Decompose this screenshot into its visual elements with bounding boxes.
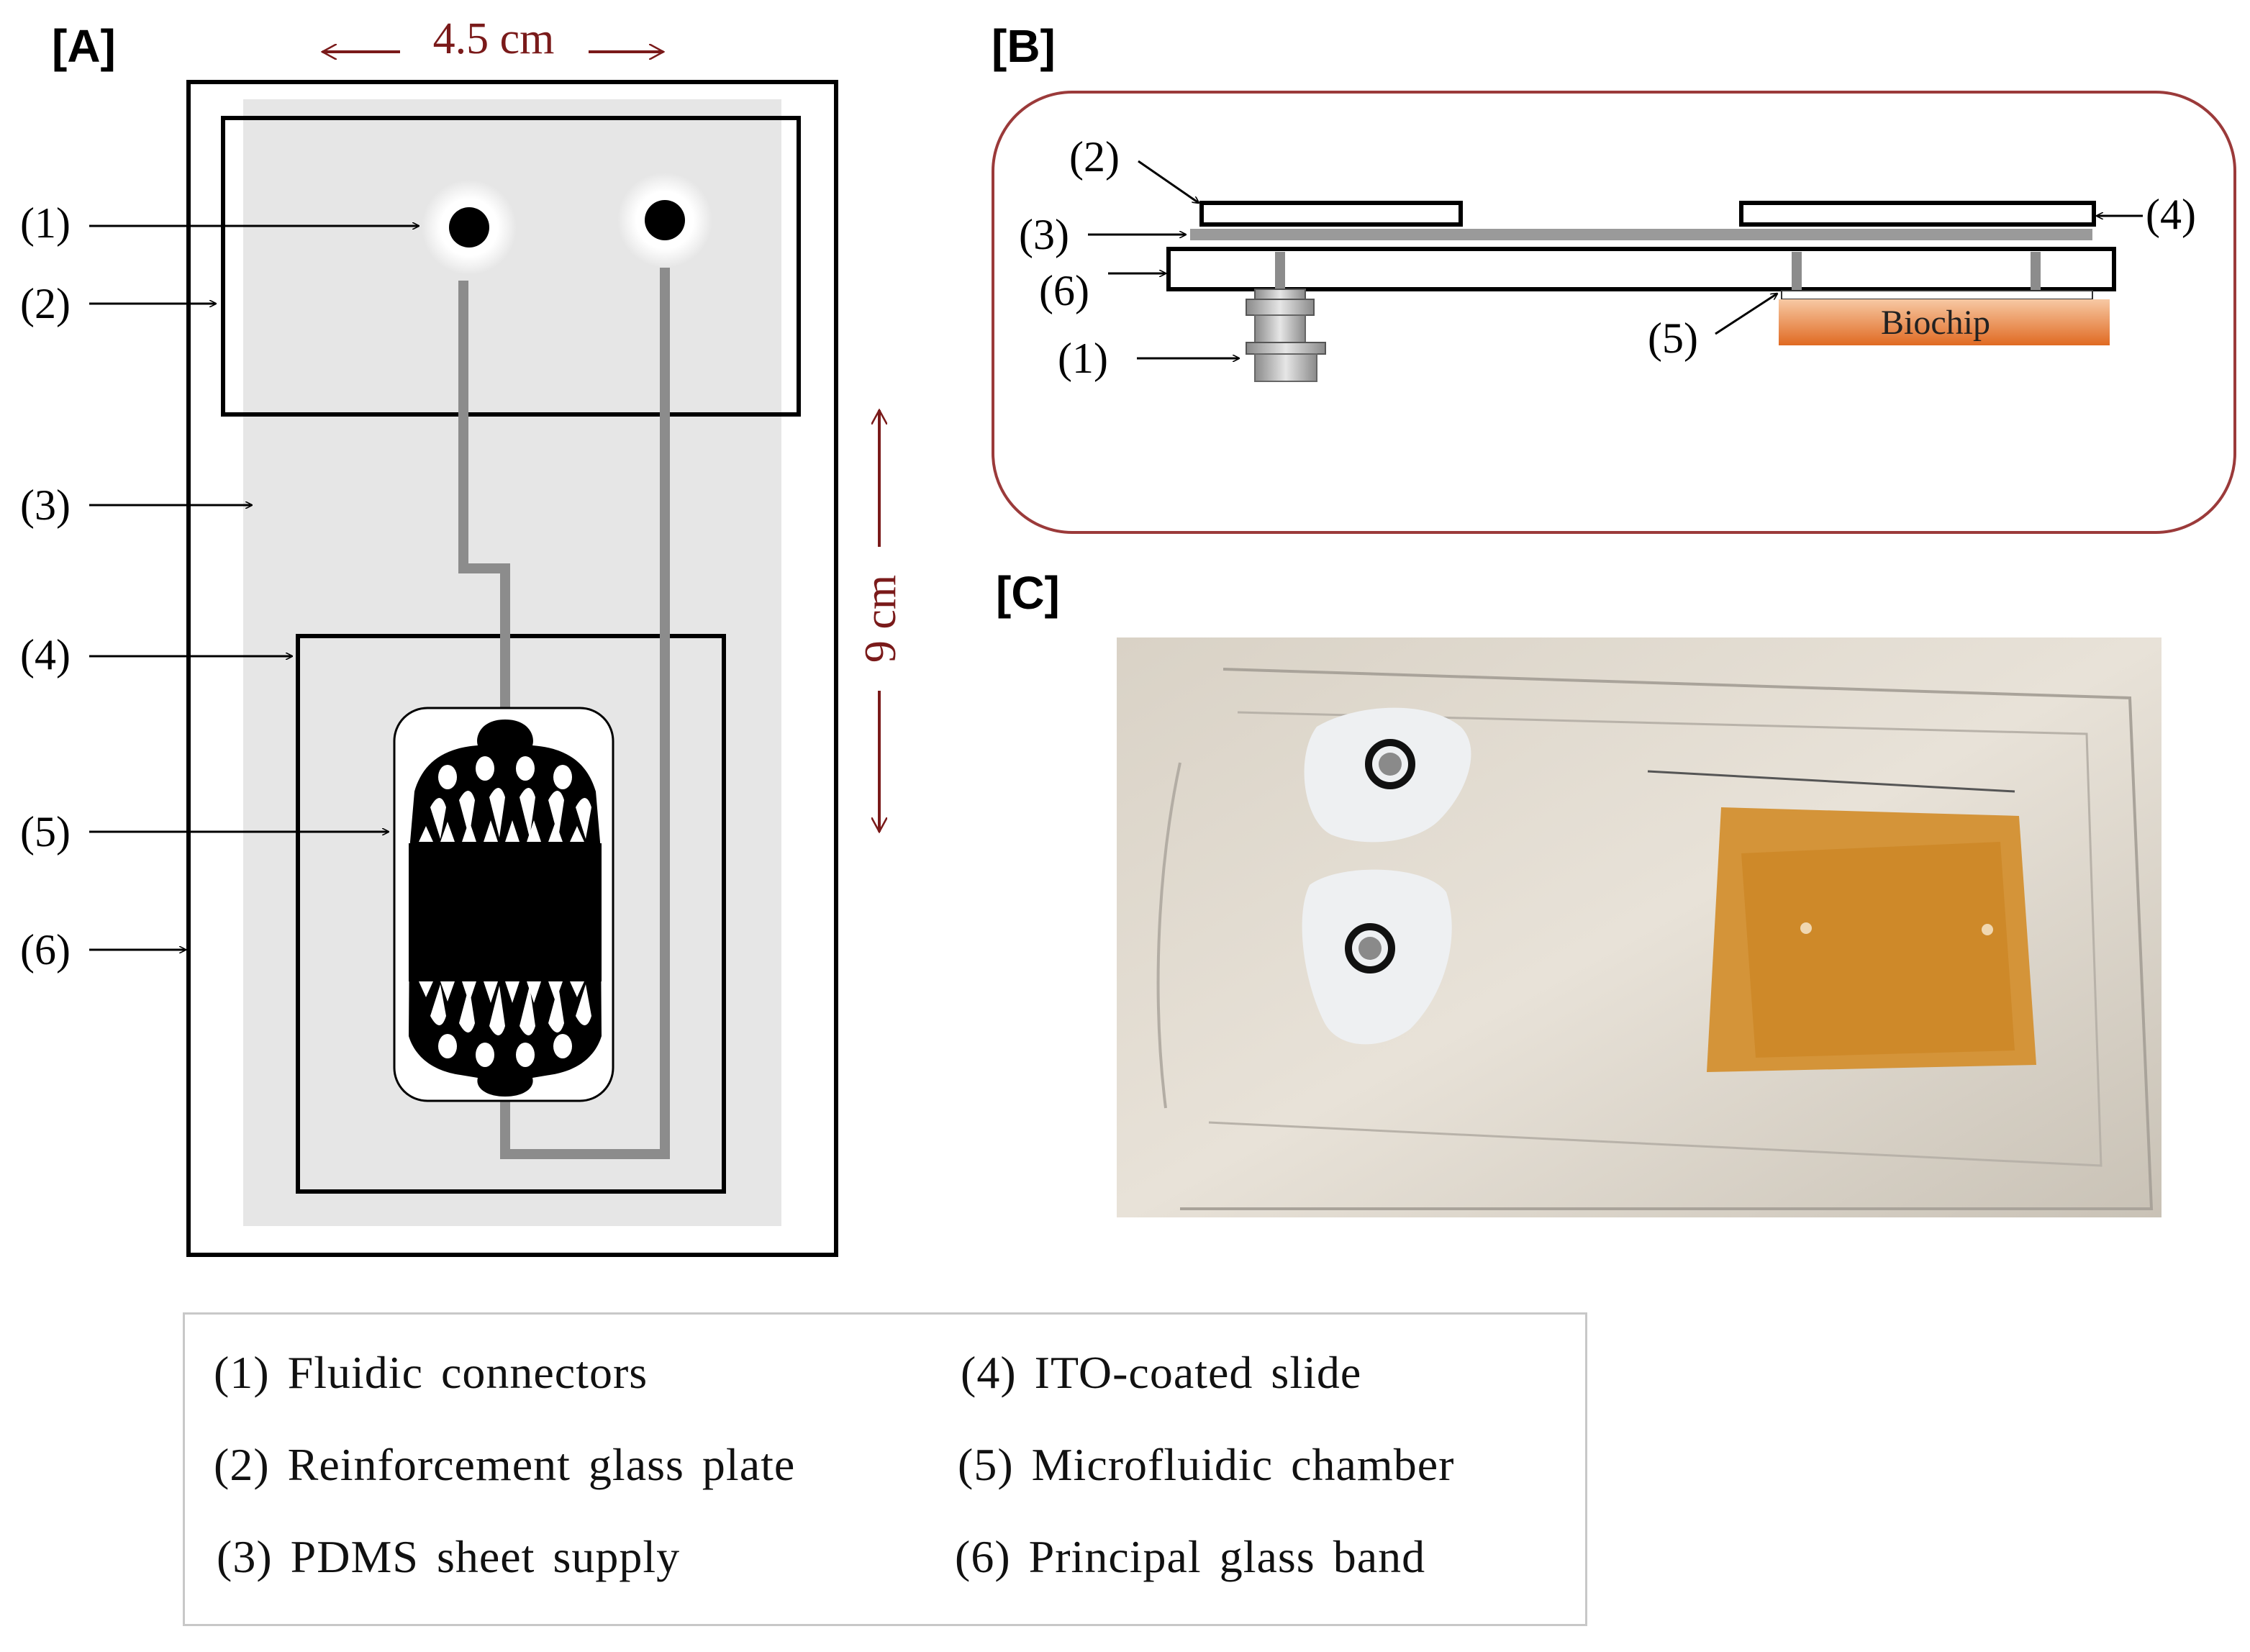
legend-item-3: (3) PDMS sheet supply [217,1531,681,1582]
reinforcement-plate-right [1739,201,2096,227]
chamber-holes-upper [419,756,591,842]
microfluidic-chamber [393,707,614,1102]
callout-a-3: (3) [20,481,71,529]
callout-a-5: (5) [20,808,71,856]
device-photo [1117,637,2161,1217]
callout-b-5: (5) [1648,314,1698,362]
chamber-center-band [409,843,602,981]
callout-a-6: (6) [20,926,71,974]
panel-b-label: [B] [992,20,1056,72]
legend: (1) Fluidic connectors (2) Reinforcement… [183,1312,1587,1626]
via-chamber-left [1792,252,1802,299]
legend-item-5: (5) Microfluidic chamber [958,1439,1455,1490]
panel-c-label: [C] [996,567,1060,619]
pdms-layer [1190,229,2092,240]
connector-port-left [449,207,489,248]
chamber-holes-lower [419,981,591,1067]
panel-c: [C] [996,567,2161,1217]
callout-a-4: (4) [20,631,71,678]
callout-b-4: (4) [2146,191,2196,238]
panel-a-label: [A] [52,20,116,72]
reinforcement-plate-left [1199,201,1463,227]
width-dimension-label: 4.5 cm [433,14,555,63]
legend-item-6: (6) Principal glass band [955,1531,1426,1582]
callout-b-2: (2) [1069,133,1120,181]
principal-glass-side [1166,247,2116,291]
via-inlet [1275,252,1285,295]
callouts-panel-b: (2) (3) (6) (1) (5) (4) [1019,133,2196,382]
legend-item-2: (2) Reinforcement glass plate [214,1439,796,1490]
panel-b: [B] Biochip (2) (3) (6 [992,20,2236,534]
callouts-panel-a: (1) (2) (3) (4) (5) (6) [20,199,419,974]
callout-b-6: (6) [1039,267,1089,314]
ito-coated-slide [296,634,726,1194]
inlet-channel [458,281,510,714]
reinforcement-glass-plate [221,116,801,417]
biochip [1779,299,2110,345]
biochip-label: Biochip [1881,304,1990,342]
callout-a-2: (2) [20,280,71,327]
outlet-channel [500,268,670,1159]
height-dimension-label: 9 cm [856,575,905,663]
legend-item-1: (1) Fluidic connectors [214,1347,648,1398]
microfluidic-chamber-side [1781,290,2093,300]
callout-b-3: (3) [1019,211,1069,258]
fluidic-connector-side [1246,289,1326,382]
panel-a: [A] 4.5 cm 9 cm [20,14,905,1257]
legend-item-4: (4) ITO-coated slide [961,1347,1362,1398]
connector-port-right [645,200,685,240]
callout-a-1: (1) [20,199,71,247]
via-chamber-right [2031,252,2041,299]
callout-b-1: (1) [1058,335,1108,382]
